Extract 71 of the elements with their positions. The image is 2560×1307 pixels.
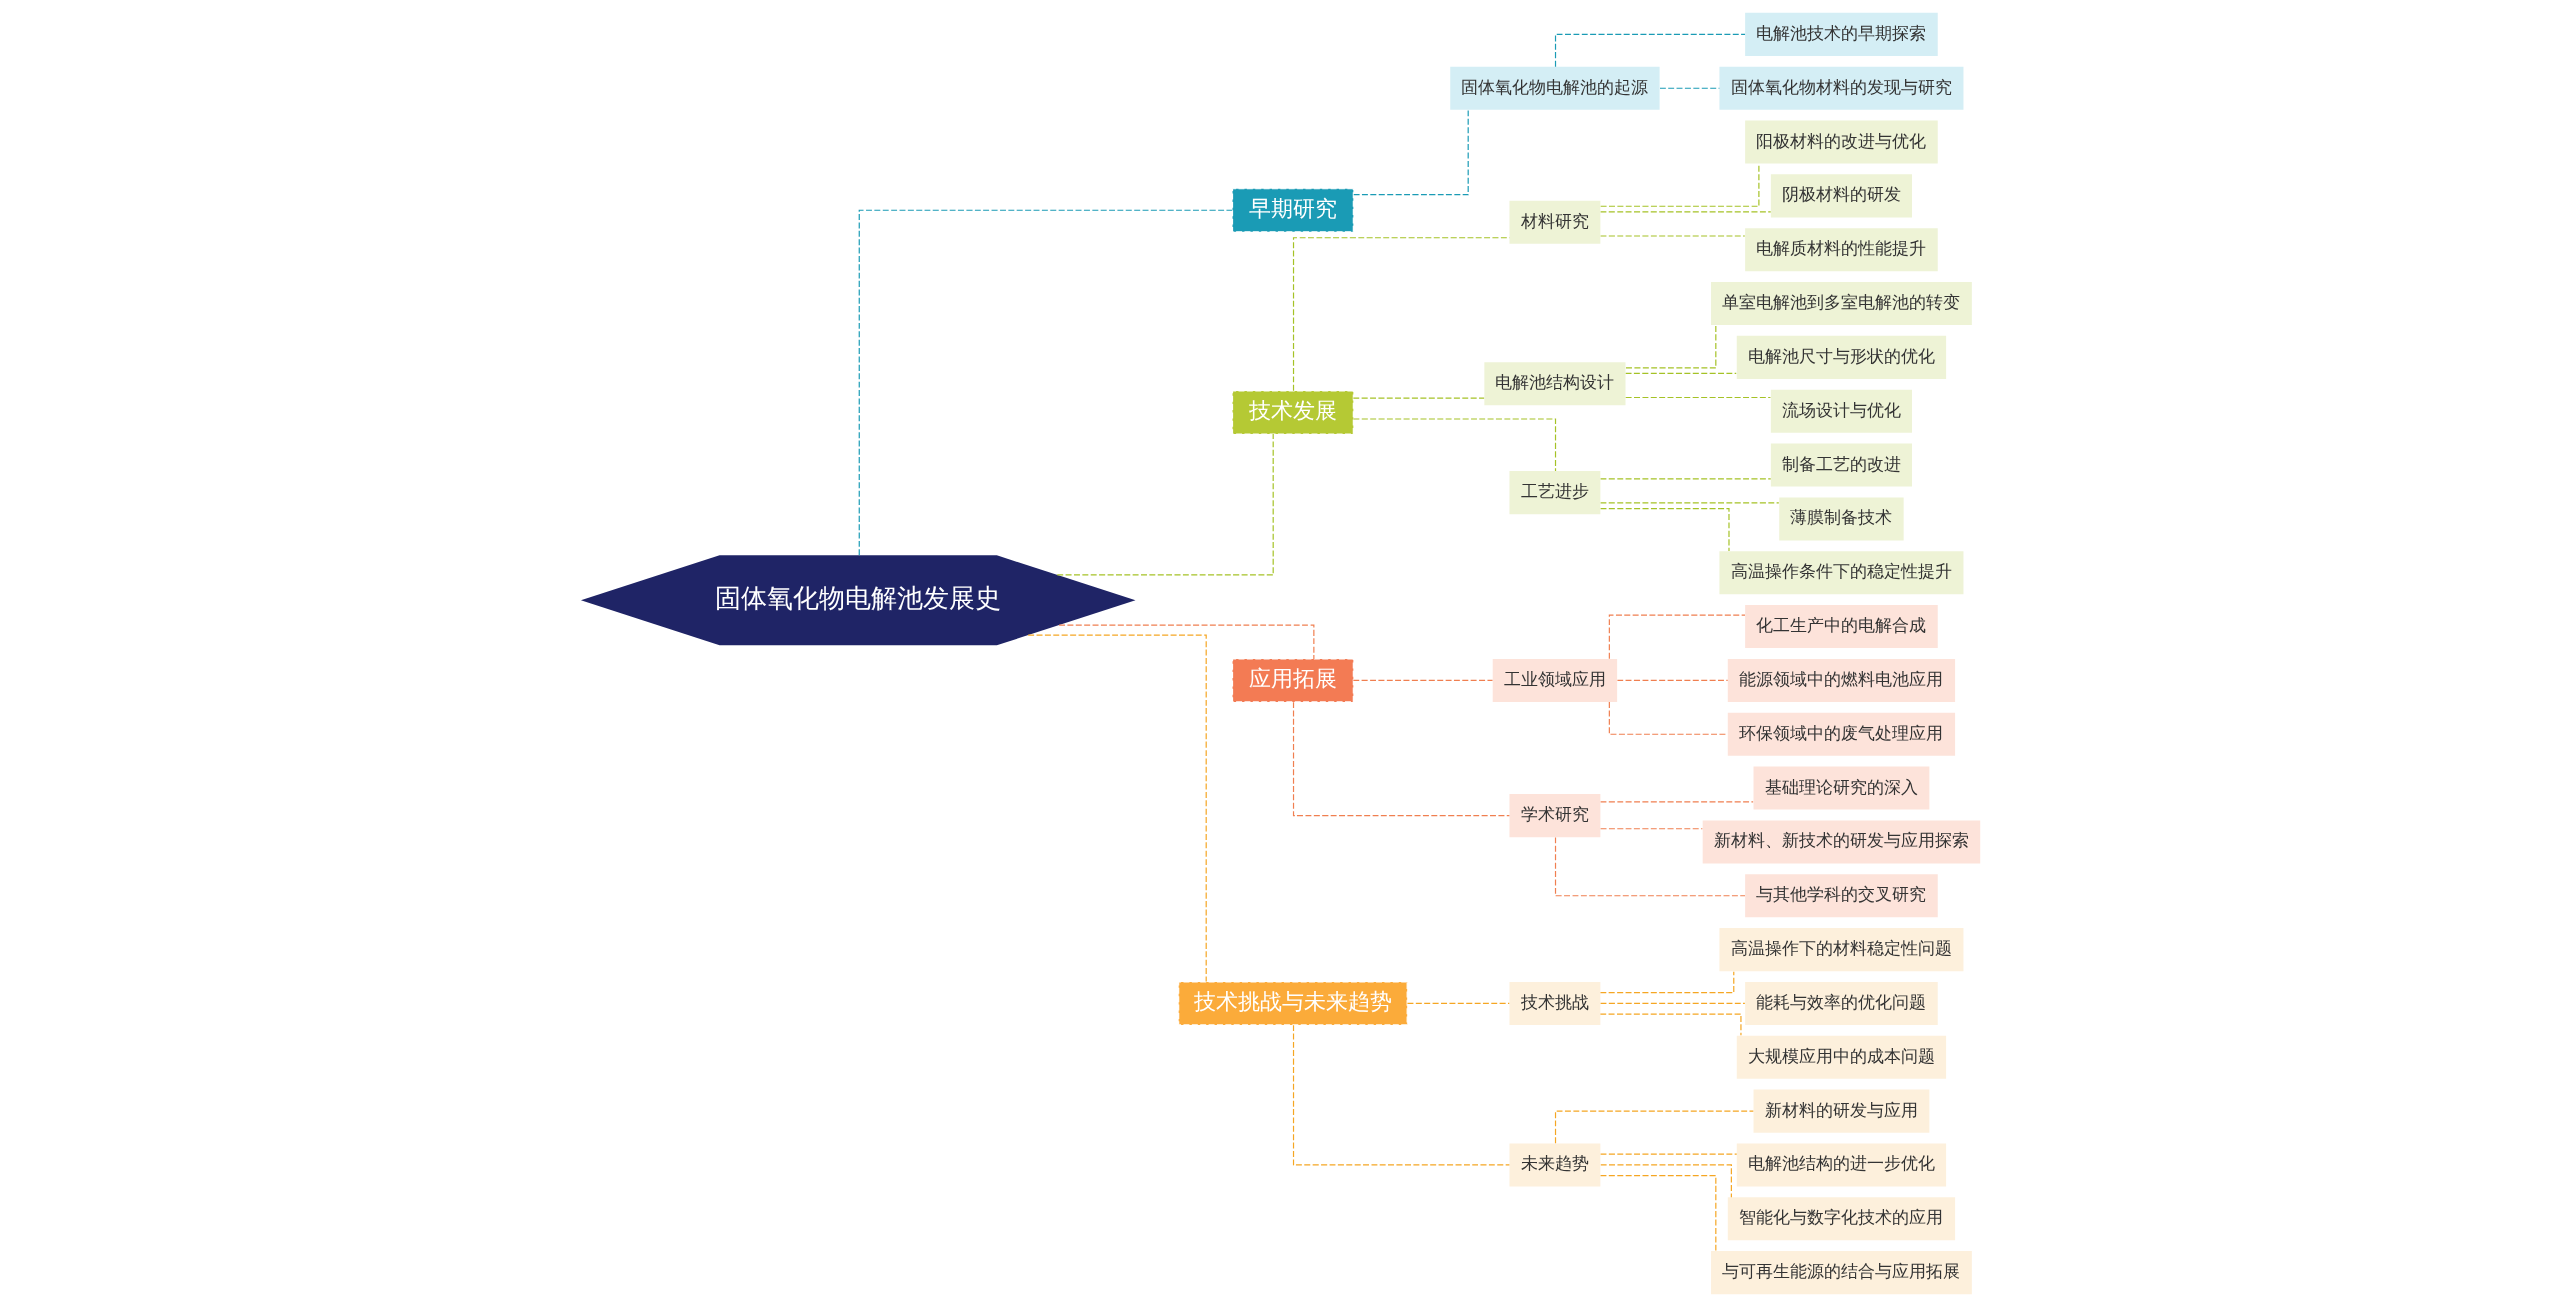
node-box: 电解池尺寸与形状的优化 <box>1736 335 1946 379</box>
connector <box>858 209 1233 556</box>
connector <box>1599 1153 1737 1155</box>
node-box: 高温操作下的材料稳定性问题 <box>1718 928 1963 972</box>
node-box: 大规模应用中的成本问题 <box>1736 1035 1946 1079</box>
node-box: 制备工艺的改进 <box>1770 443 1912 487</box>
node-box: 学术研究 <box>1508 794 1600 838</box>
connector <box>1057 624 1314 660</box>
connector <box>1406 1002 1510 1005</box>
node-box: 材料研究 <box>1508 200 1600 244</box>
connector <box>1292 237 1510 392</box>
connector <box>1027 634 1207 983</box>
node-box: 薄膜制备技术 <box>1778 497 1904 541</box>
node-box: 应用拓展 <box>1231 658 1354 703</box>
node-box: 技术挑战与未来趋势 <box>1177 981 1408 1026</box>
node-box: 技术挑战 <box>1508 981 1600 1025</box>
connector <box>1658 87 1720 89</box>
connector <box>1352 679 1493 681</box>
connector <box>1352 109 1469 196</box>
node-box: 电解质材料的性能提升 <box>1744 228 1938 272</box>
node-box: 工业领域应用 <box>1492 658 1617 702</box>
connector <box>1599 1002 1745 1005</box>
node-box: 化工生产中的电解合成 <box>1744 605 1938 649</box>
connector <box>1599 507 1730 552</box>
node-box: 单室电解池到多室电解池的转变 <box>1710 282 1972 326</box>
node-box: 新材料的研发与应用 <box>1753 1089 1929 1133</box>
connector <box>1554 836 1746 897</box>
node-box: 高温操作条件下的稳定性提升 <box>1718 551 1963 595</box>
node-box: 环保领域中的废气处理应用 <box>1727 712 1955 756</box>
node-box: 能耗与效率的优化问题 <box>1744 981 1938 1025</box>
node-box: 电解池结构的进一步优化 <box>1736 1143 1946 1187</box>
node-box: 基础理论研究的深入 <box>1753 766 1929 810</box>
connector <box>1608 701 1728 735</box>
connector <box>1292 701 1510 817</box>
connector <box>1056 433 1274 576</box>
node-box: 与其他学科的交叉研究 <box>1744 874 1938 918</box>
node-box: 固体氧化物材料的发现与研究 <box>1718 66 1963 110</box>
node-box: 技术发展 <box>1231 390 1354 435</box>
connector <box>1352 418 1556 472</box>
connector <box>1624 324 1716 369</box>
connector <box>1608 614 1746 660</box>
node-box: 能源领域中的燃料电池应用 <box>1727 658 1955 702</box>
connector <box>1599 478 1771 480</box>
connector <box>1554 1110 1754 1144</box>
connector <box>1624 372 1737 374</box>
connector <box>1599 971 1734 994</box>
connector <box>1599 163 1759 207</box>
node-box: 阳极材料的改进与优化 <box>1744 120 1938 164</box>
connector <box>1599 502 1779 504</box>
node-box: 阴极材料的研发 <box>1770 174 1912 218</box>
node-box: 流场设计与优化 <box>1770 389 1912 433</box>
connector <box>1616 679 1728 681</box>
connector <box>1599 1164 1732 1198</box>
node-box: 电解池结构设计 <box>1483 362 1625 406</box>
connector <box>1599 828 1703 830</box>
node-box: 未来趋势 <box>1508 1143 1600 1187</box>
connector <box>1599 801 1754 803</box>
node-box: 新材料、新技术的研发与应用探索 <box>1702 820 1980 864</box>
node-box: 固体氧化物电解池的起源 <box>1449 66 1660 110</box>
connector <box>1554 33 1746 68</box>
node-box: 工艺进步 <box>1508 471 1600 515</box>
connector <box>1599 211 1771 213</box>
connector <box>1624 396 1771 399</box>
node-box: 早期研究 <box>1231 188 1354 233</box>
connector <box>1599 1013 1742 1036</box>
node-box: 电解池技术的早期探索 <box>1744 12 1938 56</box>
connector <box>1352 397 1485 399</box>
connector <box>1292 1024 1510 1166</box>
node-box: 与可再生能源的结合与应用拓展 <box>1710 1251 1972 1295</box>
node-box: 智能化与数字化技术的应用 <box>1727 1197 1955 1241</box>
connector <box>1599 1175 1716 1252</box>
